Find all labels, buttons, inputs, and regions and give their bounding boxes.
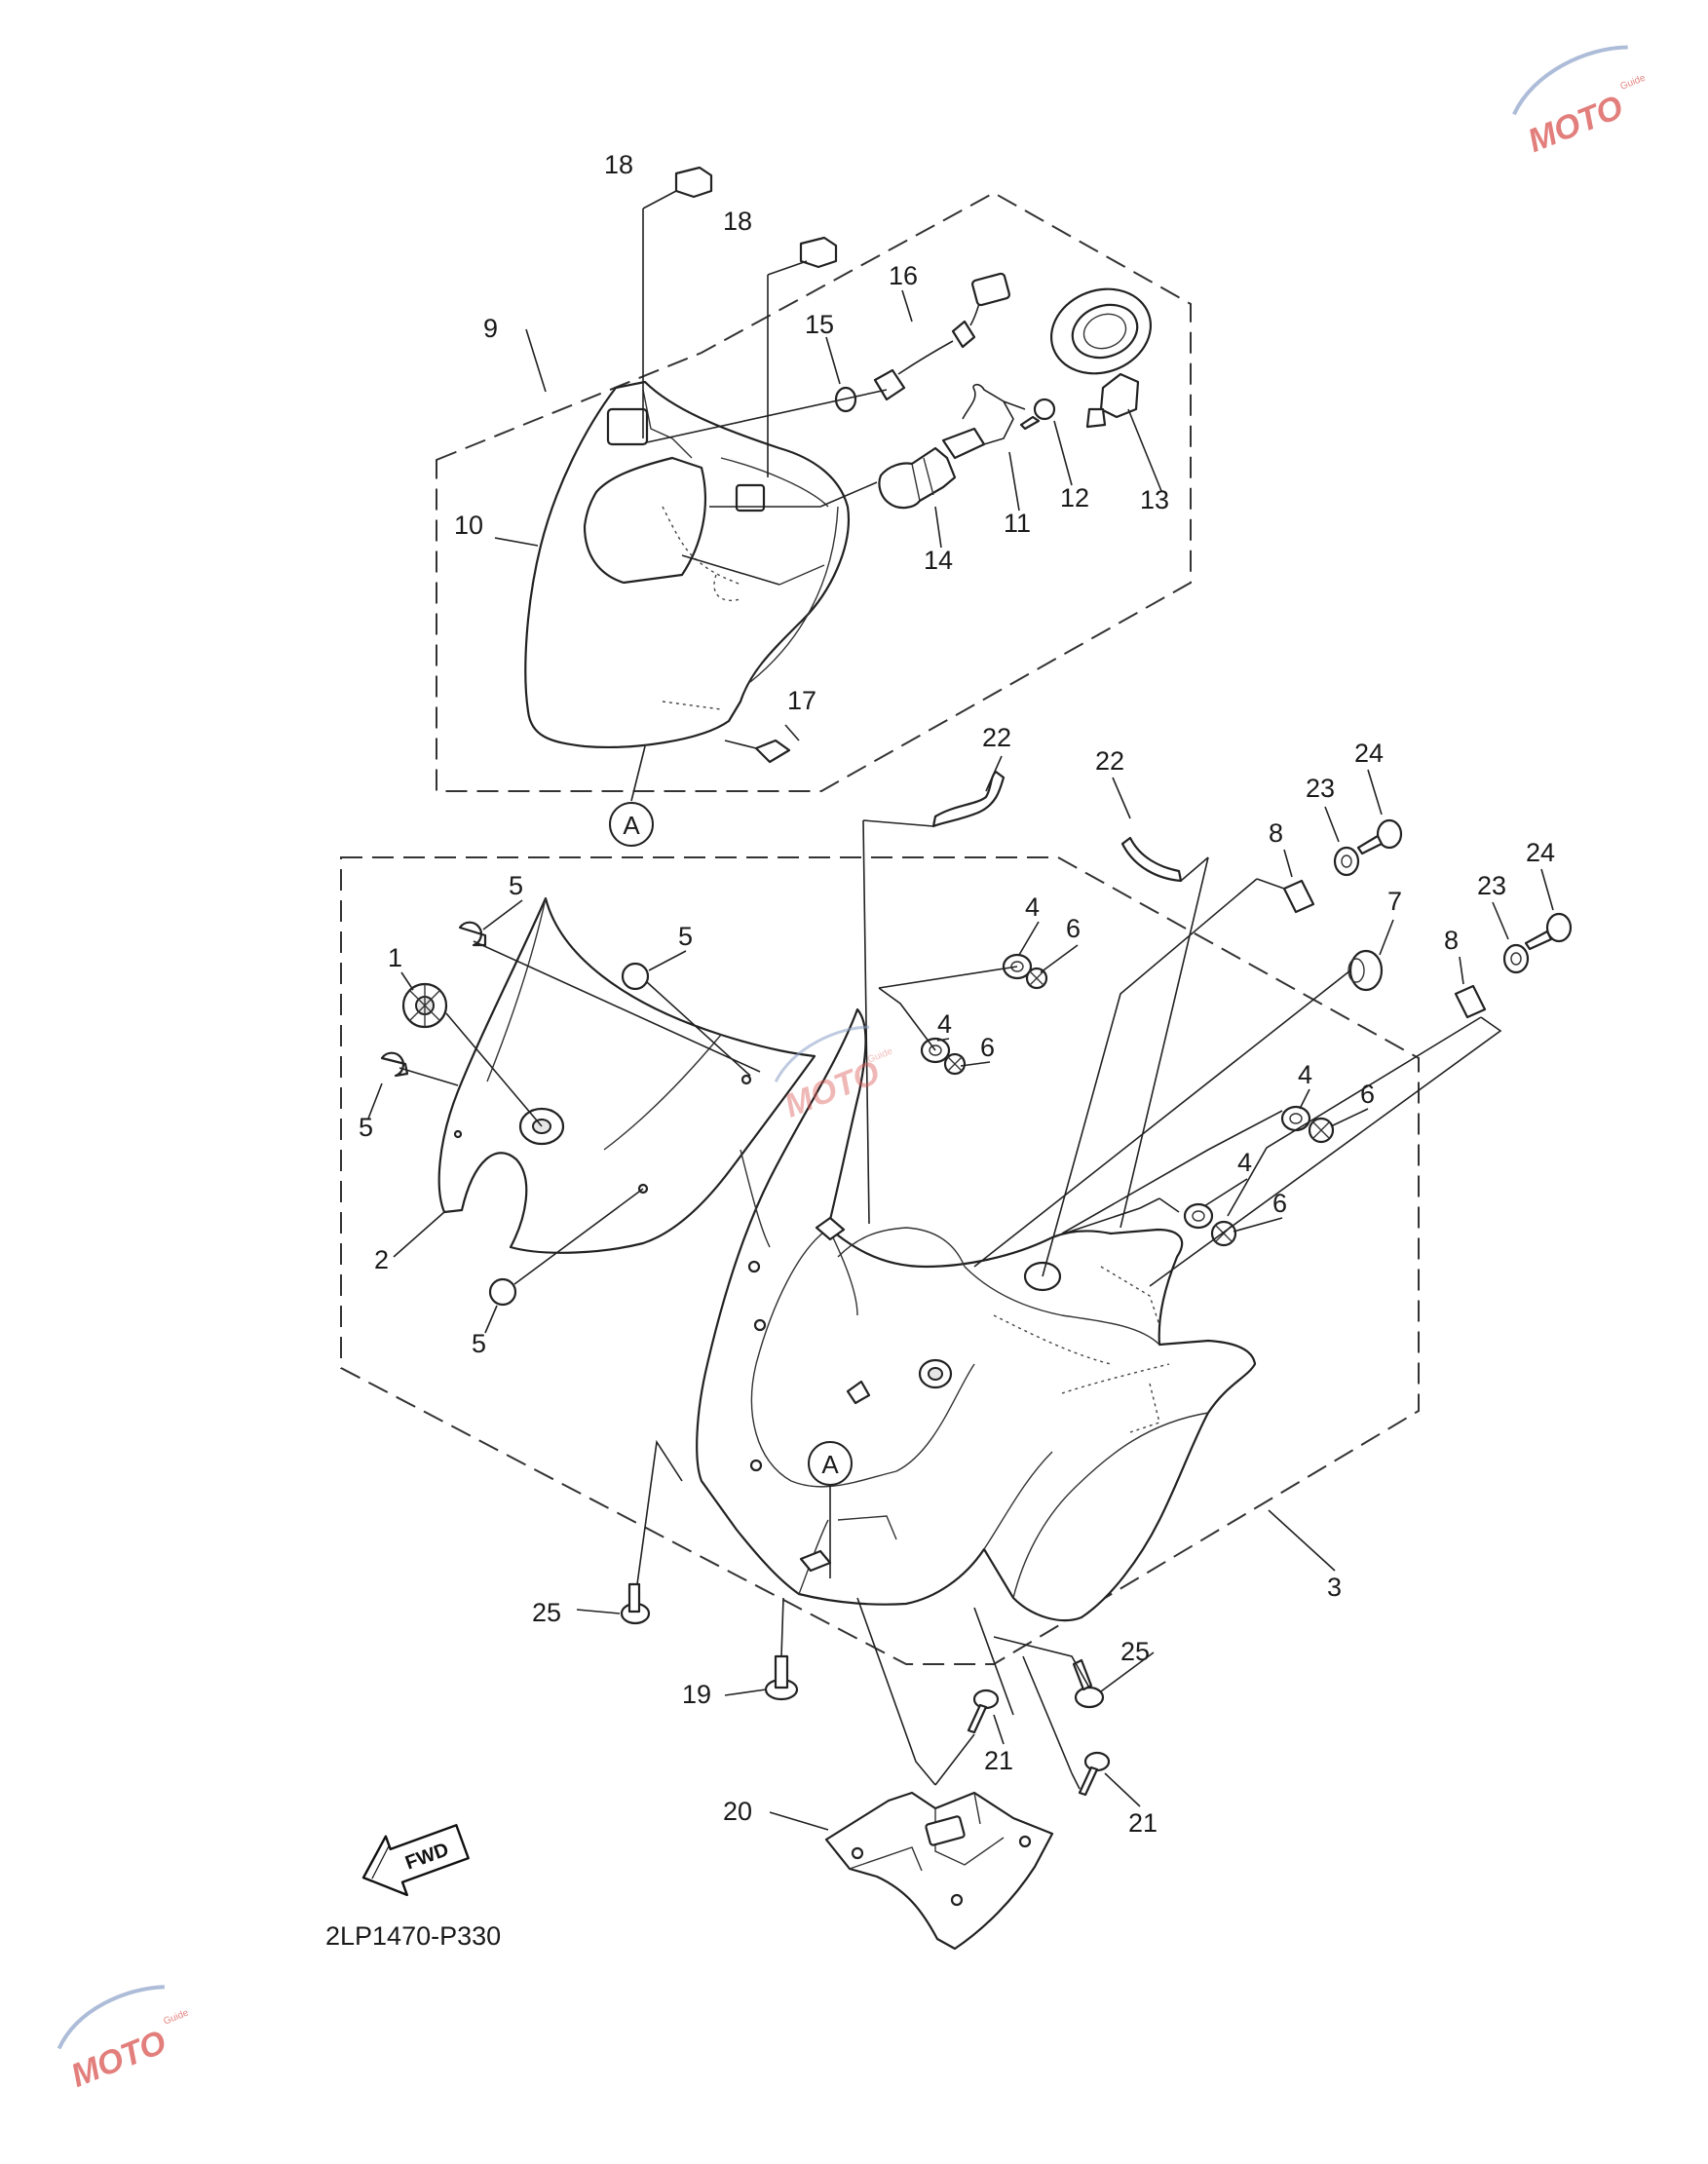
clip-22-a	[931, 770, 1006, 828]
bolt-25-left	[620, 1582, 651, 1625]
label-17: 17	[787, 686, 816, 715]
screw-24-a	[1356, 818, 1403, 855]
label-10: 10	[454, 511, 483, 540]
bolt-19	[764, 1654, 799, 1701]
label-11: 11	[1004, 509, 1031, 538]
speed-nut-8-a	[1282, 879, 1315, 914]
clip-22-b	[1120, 836, 1183, 883]
label-22-left: 22	[982, 723, 1011, 752]
watermark-bottom-left: MOTO Guide	[57, 1985, 191, 2095]
speed-nut-8-b	[1454, 984, 1487, 1019]
label-25-left: 25	[532, 1598, 561, 1627]
svg-text:Guide: Guide	[866, 1045, 894, 1065]
svg-text:A: A	[821, 1450, 839, 1479]
label-18-top: 18	[604, 150, 633, 179]
screw-21-a	[967, 1689, 1000, 1734]
label-6-a: 6	[1066, 914, 1081, 943]
label-25-right: 25	[1120, 1637, 1150, 1666]
washer-23-b	[1502, 943, 1530, 974]
clip-17	[754, 739, 791, 764]
nut-4-d	[1183, 1202, 1214, 1230]
label-20: 20	[723, 1797, 752, 1826]
label-24-right: 24	[1526, 838, 1555, 867]
label-15: 15	[805, 310, 834, 339]
damper-7	[1347, 949, 1384, 992]
diagram-code: 2LP1470-P330	[325, 1921, 501, 1951]
windscreen	[437, 896, 816, 1254]
label-5-top: 5	[509, 871, 523, 900]
label-21-b: 21	[1128, 1808, 1158, 1838]
cap-18-top	[674, 166, 713, 199]
screw-24-b	[1524, 912, 1573, 951]
dust-cover	[1049, 287, 1153, 429]
headlight-group-boundary	[436, 191, 1192, 792]
label-22-right: 22	[1095, 746, 1124, 776]
label-8-right: 8	[1444, 926, 1459, 955]
label-13: 13	[1140, 485, 1169, 514]
label-16: 16	[889, 261, 918, 290]
washer-6-b	[943, 1052, 967, 1076]
rivet-5-b	[621, 962, 650, 991]
label-21-a: 21	[984, 1746, 1013, 1775]
rivet-5-d	[488, 1277, 517, 1307]
part-labels: 18 18 16 15 9 10 12 13 11 14 17 22 22 24…	[359, 150, 1555, 1838]
rivet-5-c	[380, 1051, 409, 1078]
label-18-mid: 18	[723, 207, 752, 236]
cap-18-mid	[799, 236, 838, 269]
forward-direction-arrow: FWD	[361, 1824, 470, 1897]
label-5-bottom: 5	[472, 1329, 486, 1358]
screw-12	[1019, 398, 1056, 431]
svg-text:Guide: Guide	[162, 2007, 190, 2027]
bulb-spring	[962, 383, 1026, 445]
label-23-right: 23	[1477, 871, 1506, 900]
reference-marker-upper: A	[609, 745, 654, 847]
label-7: 7	[1387, 887, 1402, 916]
svg-text:A: A	[623, 811, 640, 840]
label-8-top: 8	[1269, 818, 1283, 848]
label-6-c: 6	[1360, 1080, 1375, 1109]
washer-6-a	[1025, 967, 1048, 990]
label-2: 2	[374, 1245, 389, 1274]
label-14: 14	[924, 546, 953, 575]
label-4-c: 4	[1298, 1060, 1312, 1089]
bulb-socket-cord	[873, 272, 1010, 401]
label-24-top: 24	[1354, 739, 1384, 768]
label-5-mid: 5	[678, 922, 693, 951]
watermark-top-right: MOTO Guide	[1512, 45, 1648, 160]
label-3: 1	[388, 943, 402, 972]
screw-21-b	[1078, 1751, 1111, 1797]
label-1: 3	[1327, 1573, 1342, 1602]
label-19: 19	[682, 1680, 711, 1709]
label-6-d: 6	[1272, 1189, 1287, 1218]
svg-text:MOTO: MOTO	[66, 2024, 171, 2095]
svg-text:MOTO: MOTO	[1523, 89, 1628, 160]
label-12: 12	[1060, 483, 1089, 513]
svg-text:Guide: Guide	[1619, 72, 1648, 92]
label-4-a: 4	[1025, 892, 1040, 922]
nut-4-c	[1280, 1105, 1311, 1132]
label-23-top: 23	[1306, 774, 1335, 803]
washer-6-c	[1308, 1117, 1335, 1144]
grommet-3	[401, 982, 448, 1029]
headlight-bulb	[878, 427, 986, 510]
label-6-b: 6	[980, 1033, 995, 1062]
reference-marker-lower: A	[808, 1441, 853, 1578]
lower-bracket	[824, 1791, 1054, 1951]
label-4-b: 4	[937, 1009, 952, 1039]
label-4-d: 4	[1237, 1148, 1252, 1177]
cowl-group-boundary	[340, 856, 1420, 1665]
washer-23-a	[1333, 846, 1360, 877]
label-5-left: 5	[359, 1113, 373, 1142]
rivet-5-a	[458, 921, 487, 947]
label-9: 9	[483, 314, 498, 343]
